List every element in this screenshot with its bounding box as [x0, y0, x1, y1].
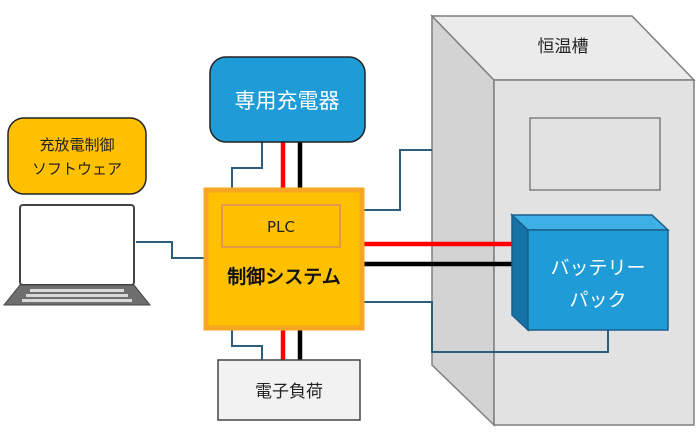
- battery-front-face: [527, 229, 669, 331]
- battery-label-line1: バッテリー: [550, 257, 645, 279]
- electronic-load-shape: [217, 359, 361, 421]
- battery-label-line2: パック: [569, 289, 626, 311]
- load-signal-line: [231, 328, 263, 360]
- software-box-shape: [7, 117, 147, 195]
- laptop-keyboard: [22, 289, 132, 302]
- charger-signal-line: [231, 142, 263, 190]
- charger-label: 専用充電器: [235, 89, 340, 113]
- chamber-window: [529, 117, 661, 191]
- power-lines: [280, 142, 512, 360]
- software-label-line1: 充放電制御: [39, 136, 114, 154]
- thermostatic-chamber: 恒温槽: [430, 14, 696, 427]
- electronic-load-label: 電子負荷: [255, 382, 323, 402]
- battery-side-face: [511, 213, 529, 332]
- control-system-label: 制御システム: [227, 265, 340, 288]
- charger-box: 専用充電器: [209, 56, 366, 143]
- charger-box-shape: [209, 56, 366, 143]
- software-box: 充放電制御 ソフトウェア: [7, 117, 147, 195]
- battery-top-face: [510, 214, 670, 231]
- control-system-box: PLC 制御システム: [203, 187, 365, 331]
- laptop-screen: [19, 204, 135, 286]
- chamber-signal-line-upper: [362, 149, 432, 211]
- plc-label: PLC: [267, 218, 295, 236]
- chamber-side-face: [431, 14, 495, 427]
- battery-signal-line: [362, 301, 609, 353]
- electronic-load-box: 電子負荷: [217, 359, 361, 421]
- battery-pack: バッテリー パック: [510, 213, 670, 332]
- laptop-icon: [2, 204, 152, 306]
- laptop-signal-line: [136, 241, 206, 259]
- chamber-label: 恒温槽: [538, 37, 589, 57]
- signal-lines: [136, 142, 609, 360]
- plc-box: [221, 204, 341, 248]
- software-label-line2: ソフトウェア: [32, 160, 122, 178]
